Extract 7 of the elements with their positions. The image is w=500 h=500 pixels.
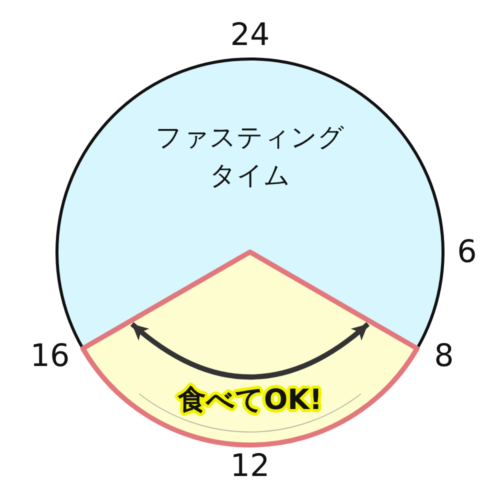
hour-label: 8 [434, 339, 454, 373]
hour-label: 16 [30, 339, 70, 373]
hour-label: 12 [230, 449, 270, 483]
hour-label: 24 [230, 18, 270, 52]
slice-label: 食べてOK! [178, 384, 322, 416]
slice-label: ファスティングタイム [154, 122, 346, 193]
hour-label: 6 [457, 235, 477, 269]
